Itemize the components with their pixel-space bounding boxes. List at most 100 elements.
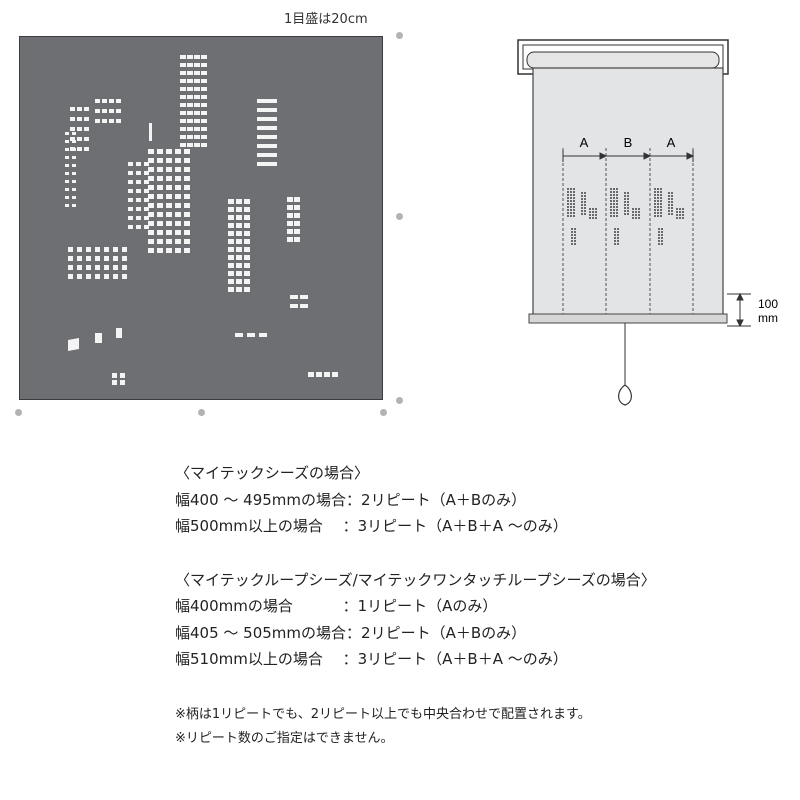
pattern-dot xyxy=(610,200,612,202)
window-light xyxy=(77,274,82,279)
window-light xyxy=(72,204,76,207)
window-light xyxy=(148,194,154,199)
scale-dot xyxy=(396,397,403,404)
window-light xyxy=(259,333,267,337)
window-light xyxy=(201,111,207,115)
pattern-dot xyxy=(581,213,583,215)
window-light xyxy=(86,265,91,270)
pattern-dot xyxy=(567,197,569,199)
window-light xyxy=(236,271,242,276)
window-light xyxy=(157,185,163,190)
window-light xyxy=(187,135,193,139)
dimension-label-a: A xyxy=(667,135,676,150)
window-light xyxy=(184,158,190,163)
pattern-dot xyxy=(660,188,662,190)
section1-row: 幅500mm以上の場合 ：3リピート（A＋B＋A 〜のみ） xyxy=(175,517,568,535)
pattern-dot xyxy=(671,213,673,215)
pattern-dot xyxy=(627,195,629,197)
window-light xyxy=(184,149,190,154)
pattern-dot xyxy=(624,192,626,194)
pattern-dot xyxy=(589,211,591,213)
pattern-dot xyxy=(616,206,618,208)
pattern-dot xyxy=(682,217,684,219)
window-light xyxy=(148,212,154,217)
window-light xyxy=(70,117,75,121)
window-light xyxy=(300,304,308,308)
note-line: ※リピート数のご指定はできません。 xyxy=(175,731,394,746)
pattern-dot xyxy=(581,195,583,197)
pattern-dot xyxy=(581,201,583,203)
pattern-dot xyxy=(624,207,626,209)
pattern-dot xyxy=(592,208,594,210)
window-light xyxy=(77,247,82,252)
window-light xyxy=(144,216,149,220)
window-light xyxy=(68,247,73,252)
window-light xyxy=(104,265,109,270)
window-light xyxy=(166,158,172,163)
pattern-dot xyxy=(654,197,656,199)
window-light xyxy=(77,147,82,151)
pattern-dot xyxy=(610,203,612,205)
bottom-margin-unit: mm xyxy=(758,311,778,325)
pattern-dot xyxy=(617,243,619,245)
section2-row: 幅510mm以上の場合 ：3リピート（A＋B＋A 〜のみ） xyxy=(175,650,568,668)
window-light xyxy=(187,55,193,59)
window-light xyxy=(136,180,141,184)
pattern-repeat-preview xyxy=(567,188,684,245)
pattern-dot xyxy=(657,188,659,190)
window-light xyxy=(136,216,141,220)
window-light xyxy=(244,231,250,236)
pattern-dot xyxy=(613,209,615,211)
window-light xyxy=(184,185,190,190)
window-light xyxy=(175,203,181,208)
window-light xyxy=(122,265,127,270)
window-light xyxy=(128,216,133,220)
window-light xyxy=(184,212,190,217)
pattern-dot xyxy=(584,192,586,194)
window-light xyxy=(236,231,242,236)
pattern-dot xyxy=(658,234,660,236)
pattern-dot xyxy=(668,213,670,215)
pattern-dot xyxy=(616,209,618,211)
window-light xyxy=(228,247,234,252)
window-light xyxy=(187,71,193,75)
scale-dot xyxy=(198,409,205,416)
window-light xyxy=(116,119,121,123)
window-light xyxy=(287,237,293,242)
window-light xyxy=(157,203,163,208)
pattern-dot xyxy=(660,206,662,208)
window-light xyxy=(148,158,154,163)
pattern-dot xyxy=(595,217,597,219)
window-light xyxy=(290,304,298,308)
window-light xyxy=(228,287,234,292)
window-light xyxy=(144,162,149,166)
window-light xyxy=(180,55,186,59)
window-light xyxy=(294,197,300,202)
window-light xyxy=(257,108,265,112)
window-light xyxy=(244,255,250,260)
fabric-pattern-swatch xyxy=(19,36,383,400)
window-light xyxy=(228,223,234,228)
window-light xyxy=(201,71,207,75)
window-light xyxy=(148,230,154,235)
pattern-dot xyxy=(668,201,670,203)
window-light xyxy=(194,63,200,67)
window-light xyxy=(122,247,127,252)
window-light xyxy=(244,271,250,276)
pattern-dot xyxy=(613,203,615,205)
window-light xyxy=(136,162,141,166)
note-line: ※柄は1リピートでも、2リピート以上でも中央合わせで配置されます。 xyxy=(175,707,591,722)
window-light xyxy=(269,135,277,139)
window-light xyxy=(68,265,73,270)
window-light xyxy=(72,172,76,175)
window-light xyxy=(144,189,149,193)
pattern-dot xyxy=(661,234,663,236)
window-light xyxy=(290,295,298,299)
pattern-dot xyxy=(617,231,619,233)
window-light xyxy=(269,153,277,157)
pattern-dot xyxy=(660,194,662,196)
dimension-label-a: A xyxy=(580,135,589,150)
window-light xyxy=(136,171,141,175)
window-light xyxy=(236,199,242,204)
window-light xyxy=(194,143,200,147)
